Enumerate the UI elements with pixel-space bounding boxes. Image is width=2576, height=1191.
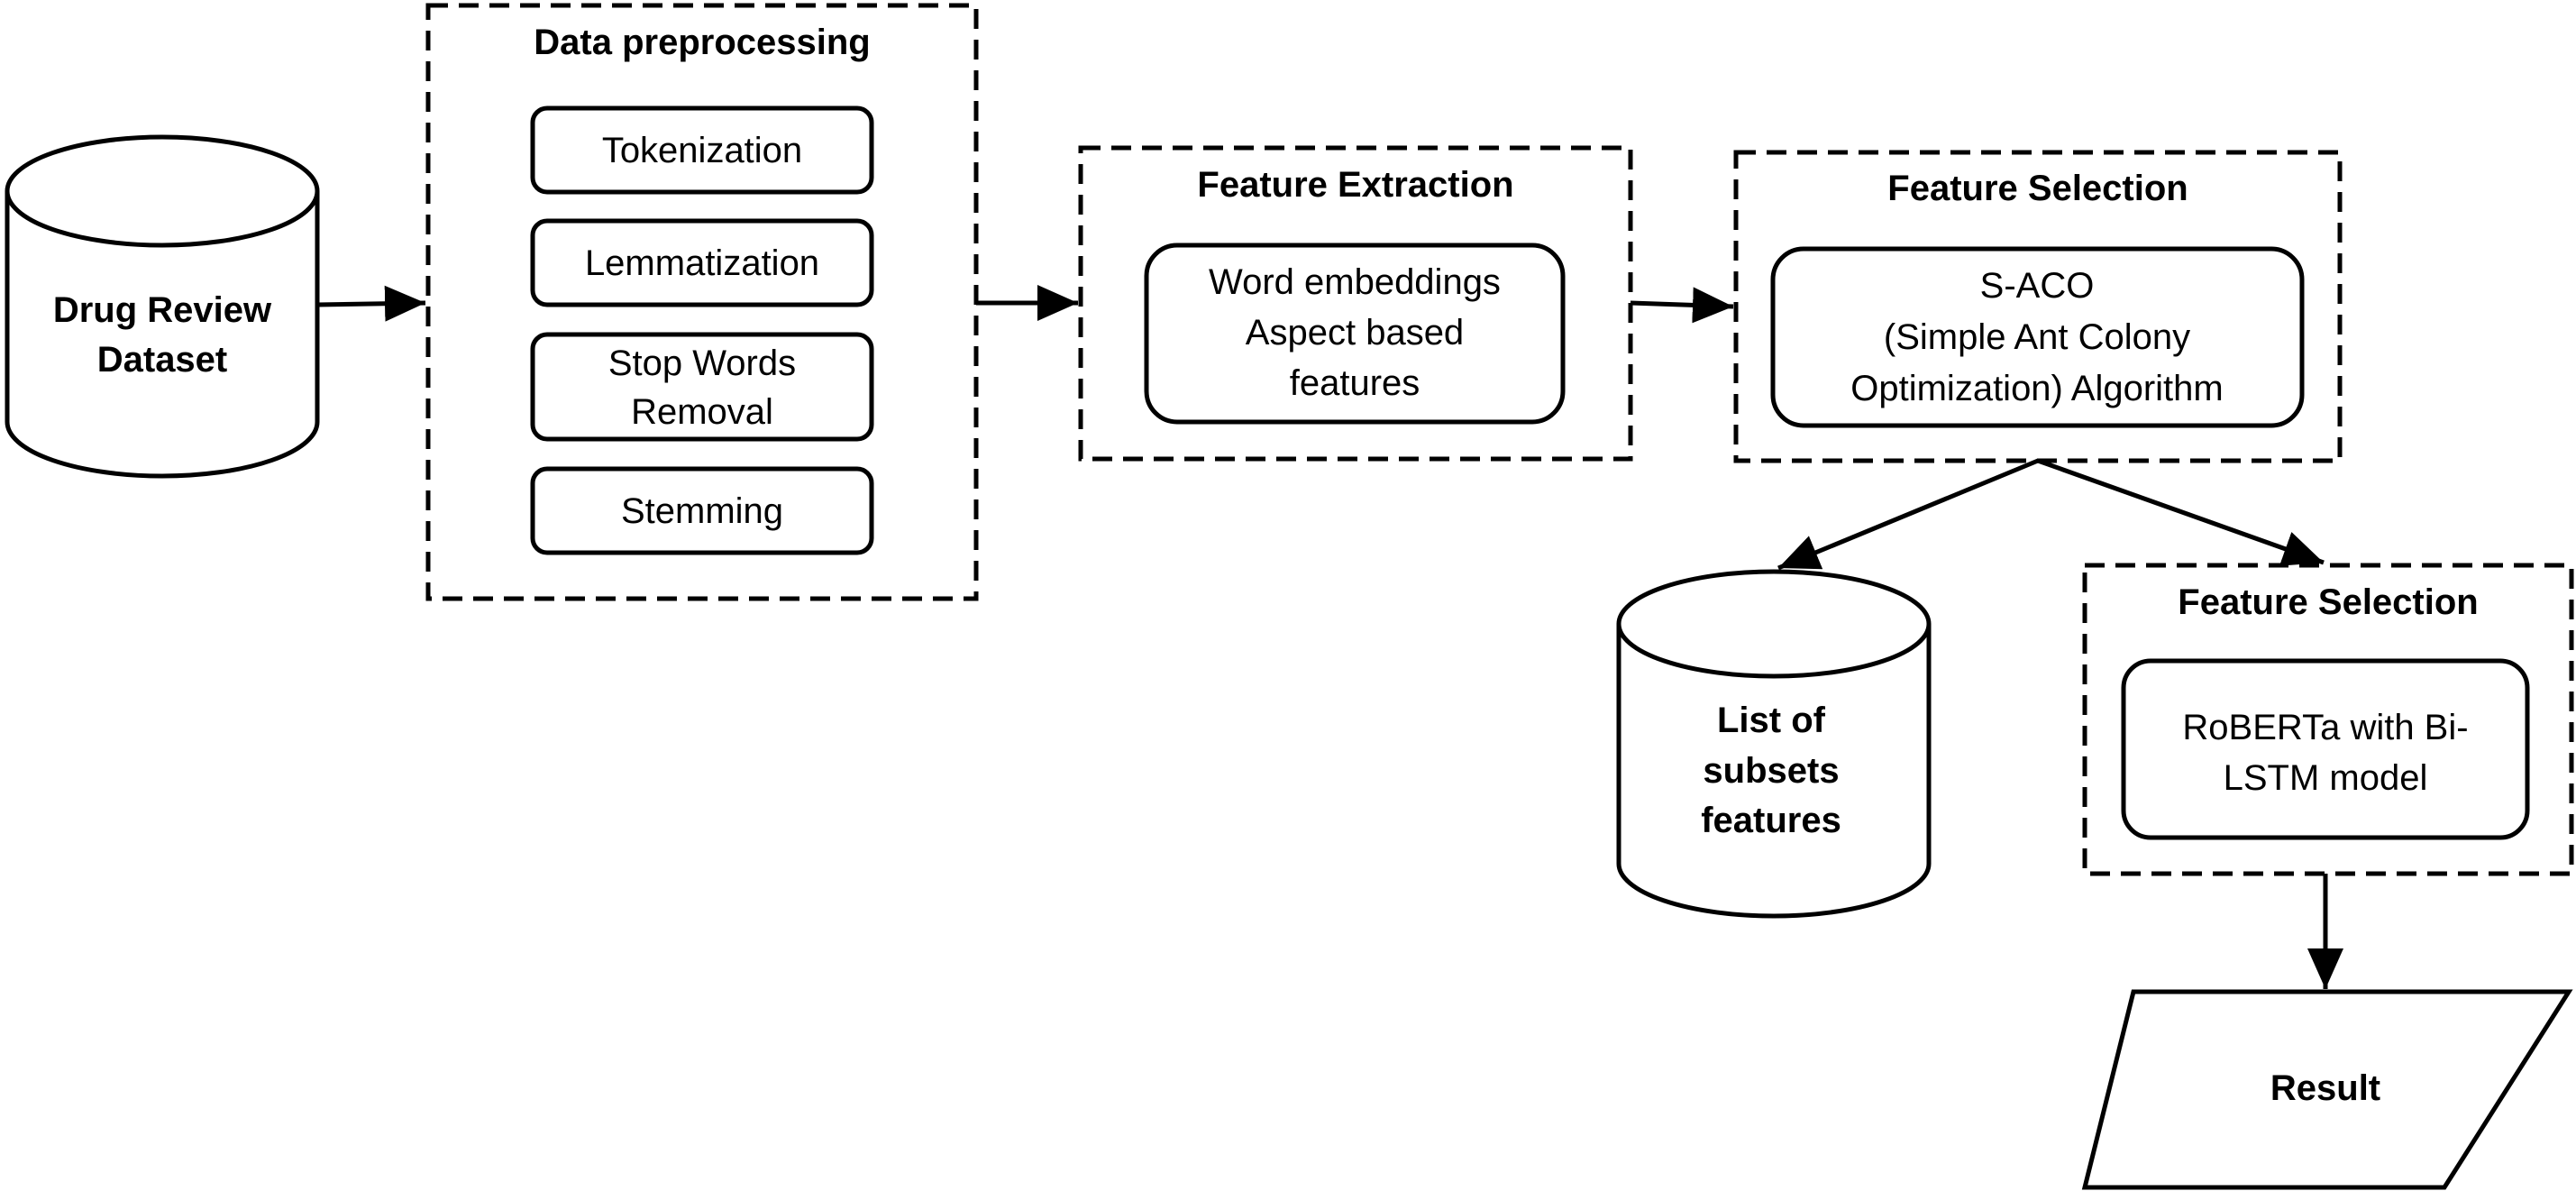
subsets-line1: List of (1717, 701, 1826, 740)
arrow-extraction-to-selection (1630, 287, 1734, 324)
model-line2: LSTM model (2224, 758, 2428, 798)
drug-review-dataset-cylinder: Drug Review Dataset (5, 134, 320, 479)
result-parallelogram: Result (2081, 989, 2573, 1190)
extraction-title: Feature Extraction (1197, 165, 1513, 205)
feature-extraction-group: Feature Extraction Word embeddings Aspec… (1078, 145, 1633, 462)
model-selection-group: Feature Selection RoBERTa with Bi- LSTM … (2082, 563, 2574, 876)
selection-line2: (Simple Ant Colony (1884, 317, 2190, 357)
stemming-step: Stemming (530, 466, 874, 555)
stop-words-label-line2: Removal (631, 392, 773, 432)
subsets-features-cylinder: List of subsets features (1616, 569, 1932, 919)
data-preprocessing-group: Data preprocessing Tokenization Lemmatiz… (425, 3, 979, 601)
extraction-line2: Aspect based (1246, 313, 1464, 353)
stop-words-label-line1: Stop Words (608, 344, 796, 383)
dataset-label-line2: Dataset (97, 340, 228, 380)
extraction-line1: Word embeddings (1209, 262, 1501, 302)
feature-selection-group: Feature Selection S-ACO (Simple Ant Colo… (1733, 150, 2343, 463)
result-label: Result (2270, 1068, 2380, 1108)
arrow-dataset-to-preprocessing (316, 285, 426, 322)
subsets-line2: subsets (1703, 751, 1839, 791)
stemming-label: Stemming (621, 491, 783, 531)
model-line1: RoBERTa with Bi- (2182, 708, 2468, 747)
selection-line3: Optimization) Algorithm (1850, 369, 2223, 408)
stop-words-removal-step: Stop Words Removal (530, 332, 874, 442)
selection-line1: S-ACO (1980, 266, 2095, 306)
preprocessing-title: Data preprocessing (534, 23, 870, 62)
subsets-line3: features (1701, 801, 1841, 840)
selection-title: Feature Selection (1887, 169, 2188, 208)
dataset-label-line1: Drug Review (53, 290, 272, 330)
lemmatization-label: Lemmatization (585, 243, 819, 283)
tokenization-label: Tokenization (602, 131, 802, 170)
arrow-selection-to-model (2037, 458, 2325, 566)
model-title: Feature Selection (2178, 582, 2478, 622)
lemmatization-step: Lemmatization (530, 218, 874, 307)
extraction-line3: features (1290, 363, 1420, 403)
tokenization-step: Tokenization (530, 105, 874, 195)
arrow-selection-to-subsets (1777, 458, 2039, 571)
